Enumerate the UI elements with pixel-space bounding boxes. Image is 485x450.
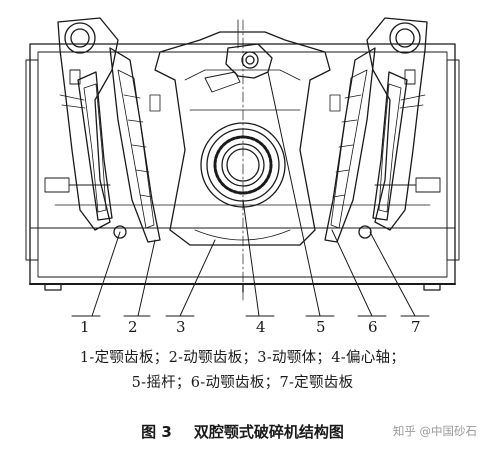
part-label-1: 1 bbox=[80, 318, 90, 336]
tension-rods bbox=[44, 69, 441, 193]
movable-jaw-right bbox=[324, 47, 376, 243]
base-feet bbox=[44, 283, 441, 293]
part-label-6: 6 bbox=[368, 318, 378, 336]
figure-caption: 图 3 双腔颚式破碎机结构图 bbox=[0, 421, 485, 442]
frame bbox=[25, 43, 460, 285]
part-label-2: 2 bbox=[128, 318, 138, 336]
toggle-pin-right bbox=[358, 225, 372, 239]
part-label-5: 5 bbox=[316, 318, 326, 336]
caption-number: 图 3 bbox=[141, 423, 172, 441]
legend-line-2: 5-摇杆；6-动颚齿板；7-定颚齿板 bbox=[131, 375, 354, 391]
rocker bbox=[204, 19, 273, 93]
watermark: 知乎 @中国砂石 bbox=[392, 424, 477, 438]
part-label-3: 3 bbox=[176, 318, 186, 336]
movable-jaw-left bbox=[109, 47, 161, 243]
fixed-jaw-right bbox=[366, 17, 428, 231]
movable-jaw-body bbox=[149, 31, 341, 246]
part-label-7: 7 bbox=[411, 318, 421, 336]
caption-title: 双腔颚式破碎机结构图 bbox=[193, 423, 344, 441]
fixed-jaw-left bbox=[57, 17, 119, 231]
legend-line-1: 1-定颚齿板；2-动颚齿板；3-动颚体；4-偏心轴； bbox=[79, 350, 406, 366]
toggle-pin-left bbox=[113, 225, 127, 239]
part-label-4: 4 bbox=[256, 318, 266, 336]
leader-lines bbox=[71, 71, 430, 317]
